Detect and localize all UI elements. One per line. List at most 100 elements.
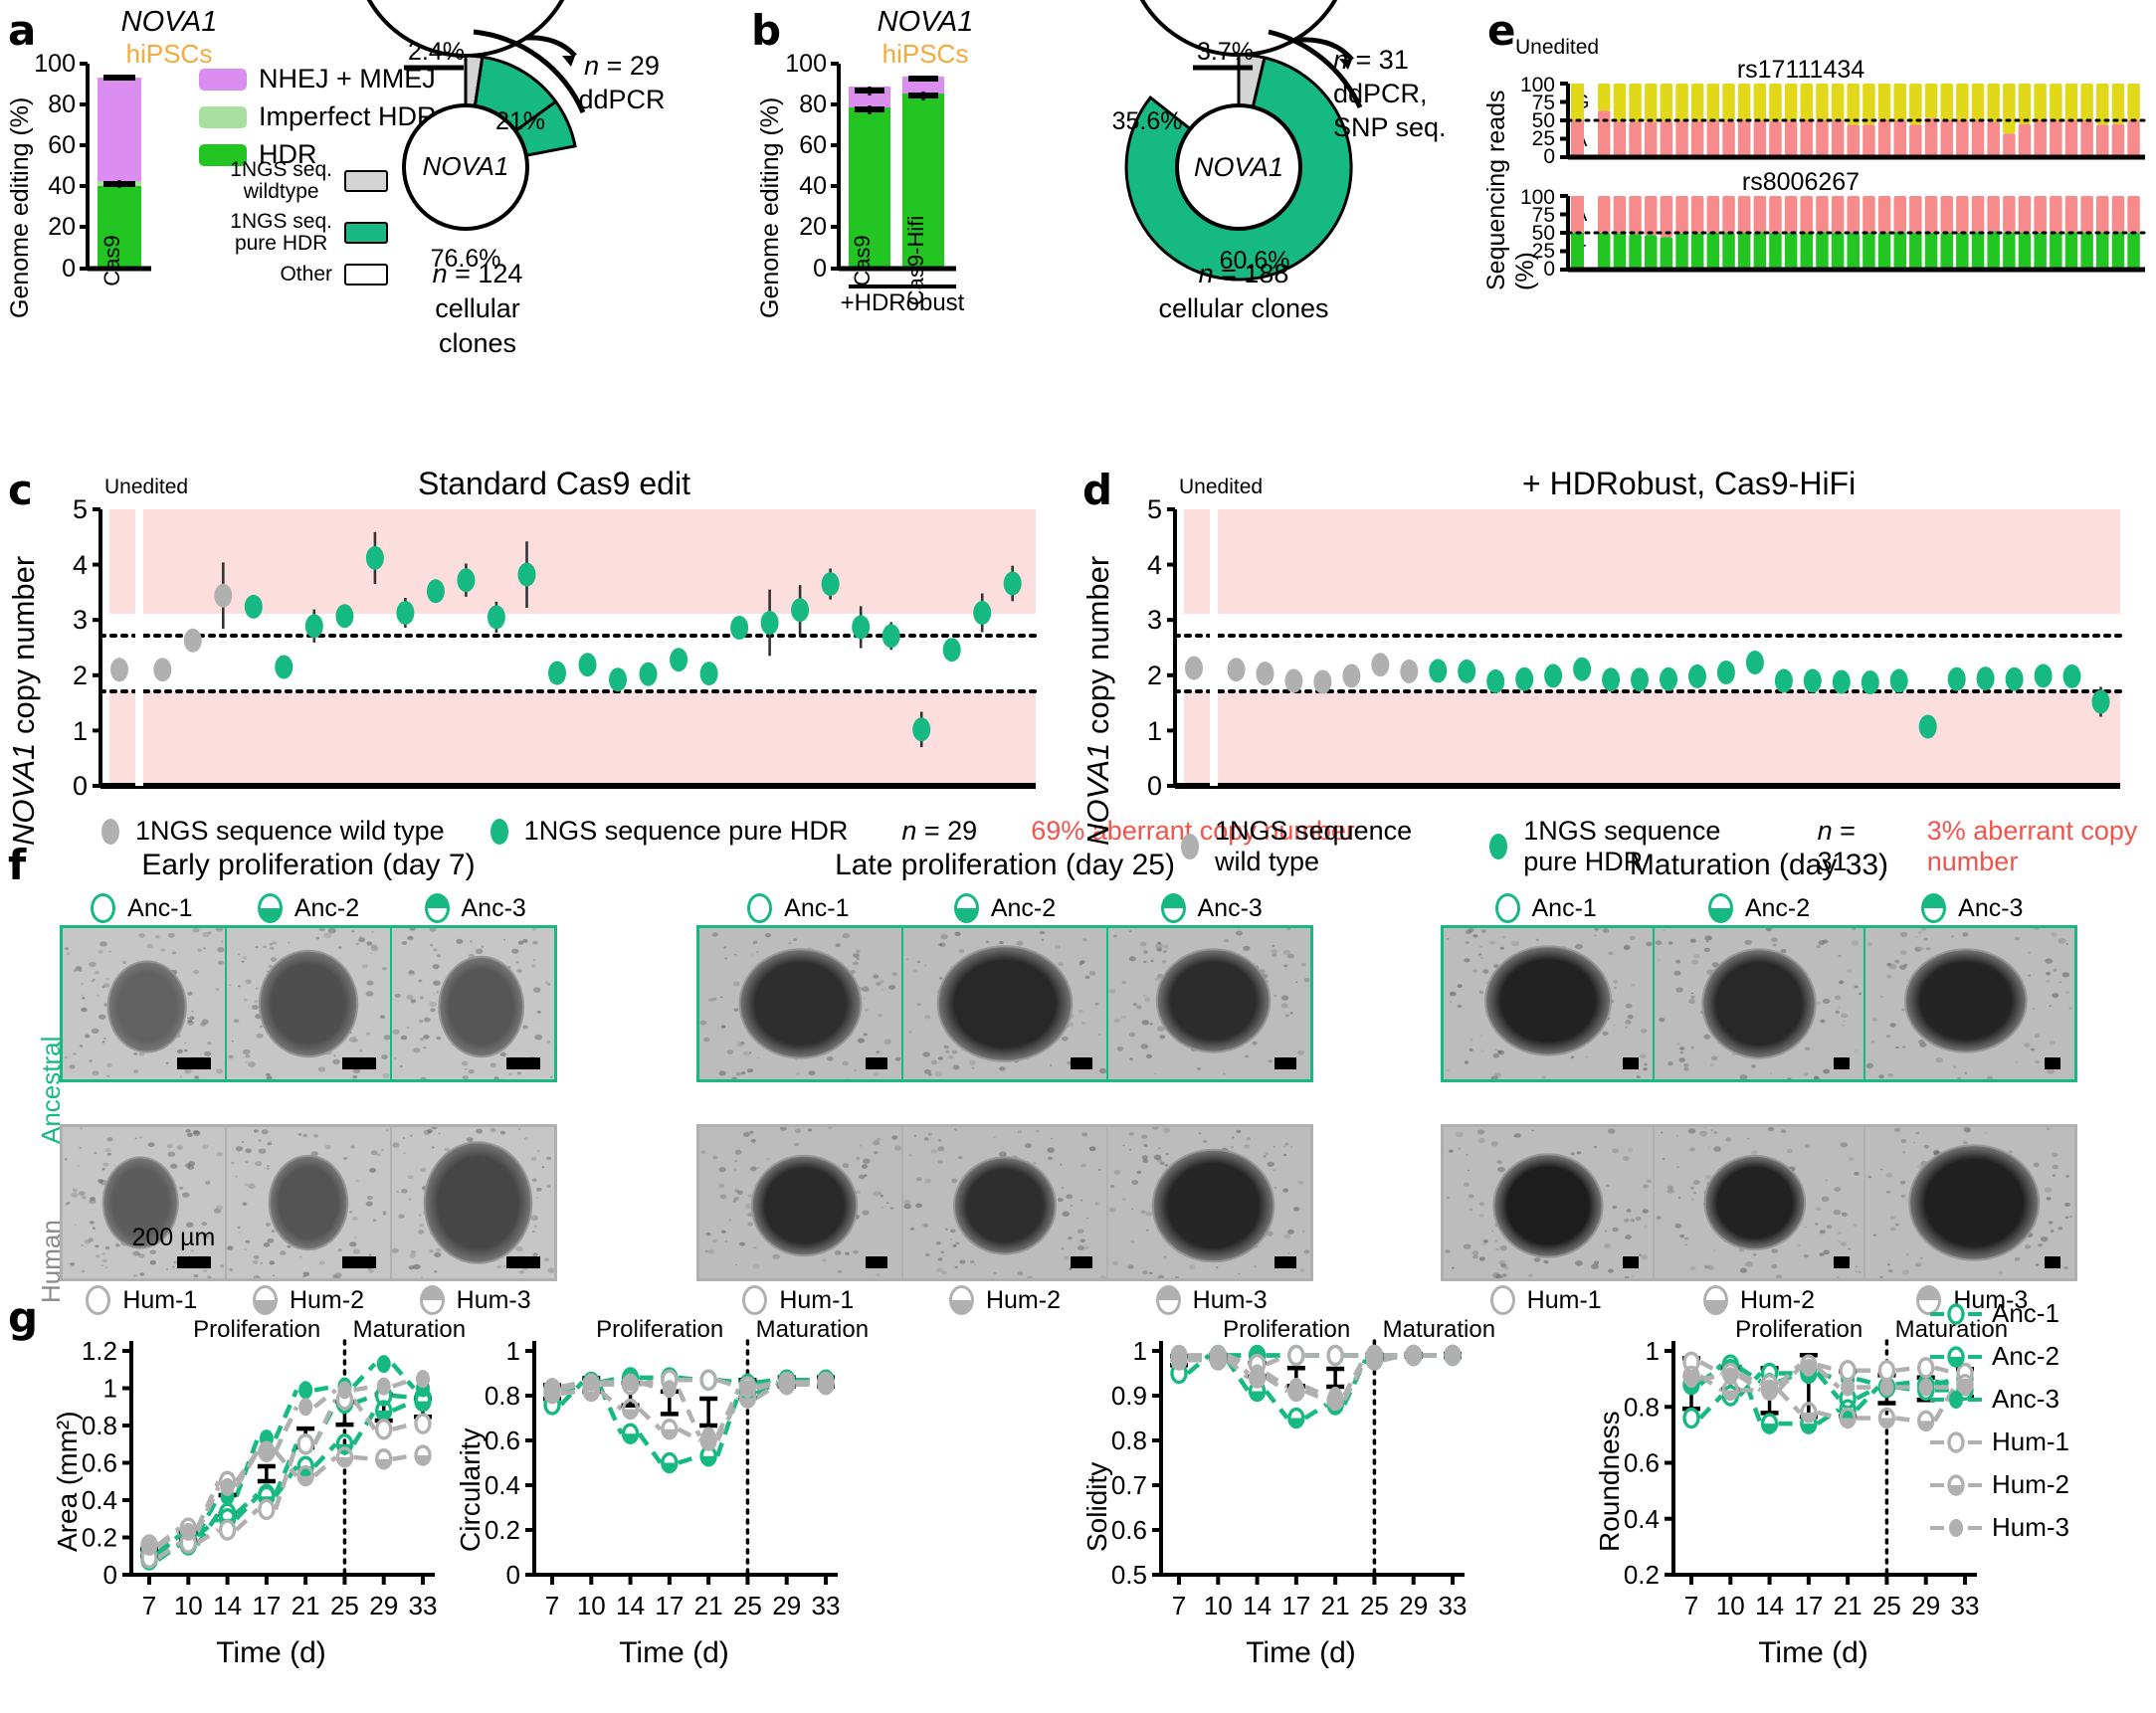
panel-g-xlabel-1: Time (d) <box>619 1636 729 1669</box>
sample-label-text: Anc-3 <box>1958 893 2024 922</box>
sample-label-text: Hum-1 <box>122 1285 198 1314</box>
legend-label-other: Other <box>280 263 332 286</box>
svg-text:0: 0 <box>1543 258 1555 281</box>
panel-e-title-2: rs8006267 <box>1742 168 1860 196</box>
panel-c-scatter: 5 4 3 2 1 0 <box>73 494 1038 801</box>
svg-text:4: 4 <box>1147 550 1162 580</box>
panel-f-group-title: Early proliferation (day 7) <box>141 849 476 881</box>
panel-f-micrograph <box>63 928 228 1079</box>
panel-f-sample-label: Hum-2 <box>1654 1285 1863 1315</box>
panel-f-sample-label: Hum-3 <box>1867 1285 2077 1315</box>
panel-a-donut-chart: NOVA1 76.6% 21% 2.4% <box>366 0 586 273</box>
svg-text:0: 0 <box>62 255 76 283</box>
scale-bar <box>1274 1256 1296 1268</box>
sample-marker-icon <box>953 893 979 923</box>
svg-text:4: 4 <box>73 550 88 580</box>
scale-bar <box>866 1057 888 1069</box>
svg-text:14: 14 <box>213 1591 242 1620</box>
legend-swatch-imperfect-hdr <box>199 105 247 128</box>
sample-label-text: Anc-3 <box>461 893 526 922</box>
scale-bar <box>2045 1057 2060 1069</box>
panel-f-micrograph <box>1865 1127 2074 1278</box>
svg-text:0.4: 0.4 <box>82 1485 117 1515</box>
panel-f-sample-label: Anc-2 <box>227 893 391 923</box>
panel-f-image-row <box>60 925 557 1082</box>
svg-text:100: 100 <box>1520 186 1555 209</box>
svg-text:33: 33 <box>409 1591 438 1620</box>
panel-c-unedited-label: Unedited <box>104 476 189 498</box>
sample-marker-icon <box>747 893 773 923</box>
panel-a-barchart: 100 80 60 40 20 0 Cas9 <box>34 50 151 286</box>
scale-bar <box>1070 1057 1092 1069</box>
panel-f-micrograph <box>1444 928 1655 1079</box>
scale-bar <box>866 1256 888 1268</box>
micrograph-image <box>1444 1127 1653 1278</box>
panel-e-unedited-label: Unedited <box>1515 36 1600 59</box>
legend-swatch-hdr <box>199 143 247 166</box>
panel-d-legend: 1NGS sequence wild type 1NGS sequence pu… <box>1179 816 2156 877</box>
scale-bar-label: 200 µm <box>131 1224 216 1251</box>
legend-label: Hum-3 <box>1992 1512 2070 1542</box>
micrograph-image <box>1655 928 1863 1079</box>
panel-f-group-title: Maturation (day 33) <box>1629 849 1889 881</box>
svg-text:0.4: 0.4 <box>1624 1504 1660 1534</box>
sample-marker-icon <box>1921 893 1947 923</box>
panel-label-e: e <box>1487 6 1515 55</box>
svg-text:29: 29 <box>1911 1591 1940 1620</box>
sample-marker-icon <box>1489 1285 1515 1315</box>
svg-text:7: 7 <box>142 1591 156 1620</box>
micrograph-image <box>699 1127 902 1278</box>
legend-swatch-other <box>344 264 388 286</box>
sample-label-text: Hum-2 <box>289 1285 364 1314</box>
panel-d-ylabel: NOVA1 copy number <box>1080 555 1115 846</box>
panel-d-title: + HDRobust, Cas9-HiFi <box>1522 466 1857 501</box>
panel-a-legend-1: NHEJ + MMEJ Imperfect HDR HDR <box>199 64 437 170</box>
svg-text:Maturation: Maturation <box>353 1316 466 1343</box>
svg-text:3: 3 <box>1147 605 1162 635</box>
svg-text:25: 25 <box>330 1591 359 1620</box>
svg-text:21: 21 <box>694 1591 723 1620</box>
sample-label-text: Anc-2 <box>294 893 360 922</box>
panel-b-ylabel: Genome editing (%) <box>756 96 784 318</box>
legend-marker-icon <box>1930 1473 1982 1496</box>
panel-g-legend-item: Anc-1 <box>1930 1298 2069 1329</box>
legend-swatch-wildtype <box>344 170 388 193</box>
panel-a-gene-title: NOVA1 <box>120 6 218 38</box>
sample-marker-icon <box>742 1285 768 1315</box>
svg-text:Proliferation: Proliferation <box>193 1316 320 1343</box>
panel-b-arrow-note-3: SNP seq. <box>1333 111 1447 142</box>
panel-b-arrow-note: n = 31 ddPCR, SNP seq. <box>1333 44 1472 144</box>
svg-text:1: 1 <box>506 1336 520 1366</box>
legend-label: Hum-1 <box>1992 1427 2070 1456</box>
sample-label-text: Hum-3 <box>1192 1285 1268 1314</box>
svg-text:0.8: 0.8 <box>1111 1426 1147 1455</box>
svg-text:0.6: 0.6 <box>82 1448 117 1478</box>
svg-text:1.2: 1.2 <box>82 1336 117 1366</box>
panel-label-f: f <box>8 841 26 889</box>
panel-f-sample-label: Anc-3 <box>393 893 557 923</box>
panel-f-sample-label: Anc-1 <box>1441 893 1651 923</box>
panel-f-sample-label: Hum-1 <box>60 1285 224 1315</box>
panel-f-sample-label: Hum-1 <box>696 1285 900 1315</box>
svg-text:7: 7 <box>1684 1591 1698 1620</box>
sample-label-text: Hum-2 <box>1739 1285 1815 1314</box>
panel-f-sample-label: Hum-3 <box>393 1285 557 1315</box>
svg-text:20: 20 <box>799 213 827 241</box>
svg-text:25: 25 <box>1532 240 1555 263</box>
sample-label-text: Hum-1 <box>779 1285 855 1314</box>
svg-text:21: 21 <box>1321 1591 1350 1620</box>
svg-text:60: 60 <box>799 131 827 159</box>
svg-text:75: 75 <box>1532 204 1555 227</box>
svg-text:1: 1 <box>1147 716 1162 746</box>
svg-text:10: 10 <box>1716 1591 1745 1620</box>
sample-label-text: Anc-1 <box>127 893 193 922</box>
svg-text:40: 40 <box>48 172 76 200</box>
legend-label: Anc-3 <box>1992 1384 2059 1414</box>
svg-text:0: 0 <box>506 1560 520 1590</box>
legend-marker-icon <box>1930 1345 1982 1368</box>
panel-f-micrograph <box>903 1127 1108 1278</box>
svg-text:20: 20 <box>48 213 76 241</box>
panel-f-image-row <box>696 1124 1313 1281</box>
svg-text:29: 29 <box>772 1591 801 1620</box>
